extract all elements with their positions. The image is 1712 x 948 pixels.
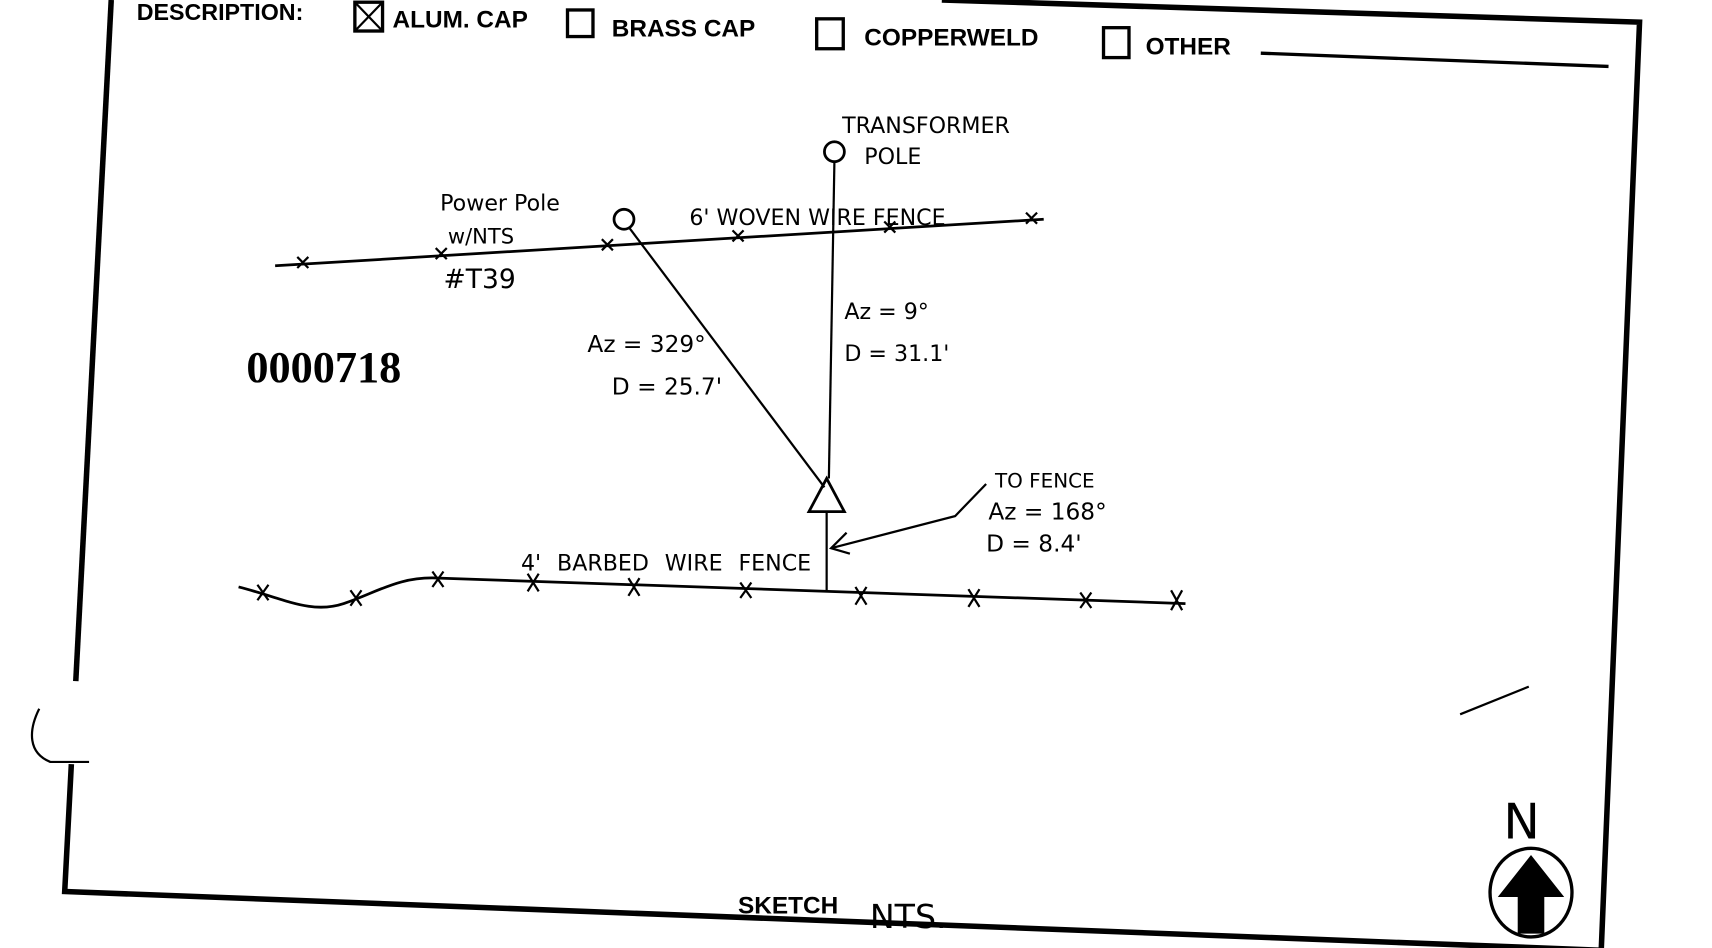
diagonal-distance: D = 25.7' [612,373,722,400]
to-fence-label: TO FENCE [994,469,1095,492]
vertical-distance: D = 31.1' [844,341,949,367]
option-other-label: OTHER [1146,33,1232,60]
form-border [61,0,1643,948]
barbed-fence-label: 4' BARBED WIRE FENCE [521,550,811,576]
checkbox-alum-cap[interactable] [353,0,385,33]
power-pole-nts-label: w/NTS [448,224,514,249]
scan-artifact [30,708,90,764]
north-arrow-icon [1488,846,1574,939]
north-label: N [1503,794,1539,850]
power-pole-id-label: #T39 [443,264,515,295]
woven-fence-label: 6' WOVEN WIRE FENCE [689,205,945,231]
scan-artifact [1459,685,1530,716]
to-fence-azimuth: Az = 168° [988,498,1106,525]
transformer-label: TRANSFORMER [841,113,1010,139]
option-copperweld-label: COPPERWELD [864,24,1038,51]
power-pole-label: Power Pole [440,190,560,216]
description-label: DESCRIPTION: [137,0,304,25]
power-pole-symbol [612,207,636,231]
transformer-pole-label: POLE [864,144,921,170]
diagonal-azimuth: Az = 329° [587,331,705,358]
vertical-tie-line [827,161,836,479]
transformer-pole-symbol [823,140,846,164]
barbed-wire-fence [238,570,1186,611]
other-blank-line [1260,51,1609,69]
checkbox-brass-cap[interactable] [565,8,595,39]
to-fence-distance: D = 8.4' [986,531,1082,558]
option-brass-cap-label: BRASS CAP [612,16,755,43]
option-alum-cap-label: ALUM. CAP [393,7,528,34]
scale-note: NTS. [870,897,947,936]
checkbox-other[interactable] [1101,26,1131,60]
woven-wire-fence [275,211,1044,269]
vertical-azimuth: Az = 9° [844,299,928,325]
diagonal-tie-line [628,227,826,488]
to-fence-leader-arrow [828,483,987,555]
checkbox-copperweld[interactable] [815,17,845,51]
sketch-label: SKETCH [738,893,838,920]
document-stamp-number: 0000718 [246,343,401,392]
monument-triangle-symbol [806,475,847,514]
